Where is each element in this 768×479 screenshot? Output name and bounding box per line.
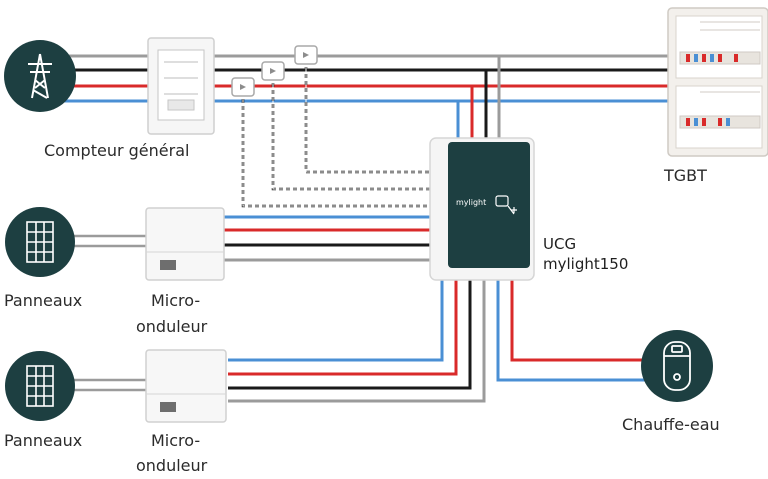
tgbt-panel [667, 7, 768, 157]
main-line-wires [40, 54, 672, 103]
solar-panel-icon [5, 207, 75, 277]
solar-panel-icon [5, 351, 75, 421]
ucg-device: mylight [429, 137, 535, 281]
panels-label-2: Panneaux [4, 431, 83, 450]
micro-inverter-device [145, 207, 225, 281]
inverter-label-1a: Micro- [151, 291, 201, 310]
ucg-label-line1: UCG [543, 235, 577, 253]
inverter-label-2b: onduleur [136, 456, 208, 475]
heater-wires [496, 278, 645, 382]
ucg-label-line2: mylight150 [543, 255, 629, 273]
panels-label-1: Panneaux [4, 291, 83, 310]
sensor-wires [241, 60, 432, 208]
water-heater-icon [641, 330, 713, 402]
heater-label: Chauffe-eau [622, 415, 720, 434]
ucg-supply-wires [456, 56, 501, 140]
power-pylon-icon [4, 40, 76, 112]
panel-wires [70, 234, 146, 392]
inverter-1-wires [224, 215, 432, 262]
meter-label: Compteur général [44, 141, 190, 160]
meter-device [147, 37, 215, 135]
sensor-wires-white-core [242, 60, 432, 207]
micro-inverter-device [145, 349, 227, 423]
ucg-logo-icon [495, 195, 517, 215]
inverter-2-wires [228, 278, 486, 403]
ucg-brand-text: mylight [456, 198, 486, 207]
inverter-label-2a: Micro- [151, 431, 201, 450]
inverter-label-1b: onduleur [136, 317, 208, 336]
tgbt-label: TGBT [664, 166, 707, 185]
sensor-wire-3 [304, 60, 432, 174]
current-clamp-icon [231, 45, 318, 97]
